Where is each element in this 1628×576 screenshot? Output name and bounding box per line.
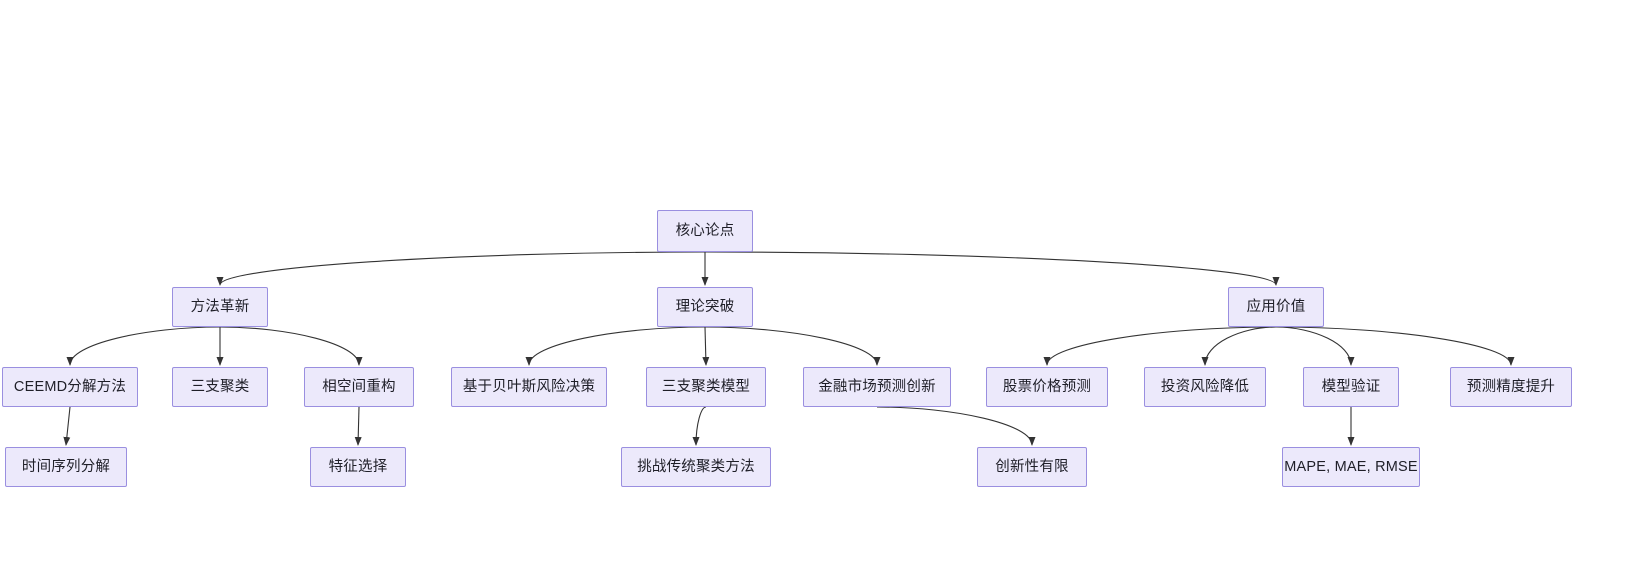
- node-label: 时间序列分解: [21, 458, 111, 475]
- node-l2b[interactable]: 理论突破: [657, 287, 753, 327]
- node-l3b2[interactable]: 三支聚类模型: [646, 367, 766, 407]
- node-label: 应用价值: [1246, 298, 1306, 315]
- edge-l3a3-to-l4a3: [354, 406, 362, 446]
- node-label: 核心论点: [675, 222, 735, 239]
- node-label: 方法革新: [190, 298, 250, 315]
- node-l2c[interactable]: 应用价值: [1228, 287, 1324, 327]
- node-l3a3[interactable]: 相空间重构: [304, 367, 414, 407]
- node-l3c2[interactable]: 投资风险降低: [1144, 367, 1266, 407]
- node-label: CEEMD分解方法: [13, 378, 127, 395]
- node-label: 相空间重构: [322, 378, 396, 395]
- node-l4c3[interactable]: MAPE, MAE, RMSE: [1282, 447, 1420, 487]
- node-l3c4[interactable]: 预测精度提升: [1450, 367, 1572, 407]
- edge-l2c-to-l3c2: [1201, 326, 1277, 366]
- edge-root-to-l2a: [216, 251, 706, 286]
- node-label: 股票价格预测: [1002, 378, 1092, 395]
- edge-l2c-to-l3c1: [1043, 326, 1277, 366]
- edge-l2b-to-l3b1: [525, 326, 706, 366]
- node-l4a3[interactable]: 特征选择: [310, 447, 406, 487]
- node-l2a[interactable]: 方法革新: [172, 287, 268, 327]
- node-label: MAPE, MAE, RMSE: [1284, 458, 1418, 475]
- node-l3c1[interactable]: 股票价格预测: [986, 367, 1108, 407]
- node-l4b3[interactable]: 创新性有限: [977, 447, 1087, 487]
- node-l4a1[interactable]: 时间序列分解: [5, 447, 127, 487]
- node-label: 理论突破: [675, 298, 735, 315]
- node-label: 模型验证: [1321, 378, 1381, 395]
- node-label: 三支聚类模型: [661, 378, 751, 395]
- node-l3c3[interactable]: 模型验证: [1303, 367, 1399, 407]
- node-label: 挑战传统聚类方法: [637, 458, 755, 475]
- edge-l3b3-to-l4b3: [876, 406, 1036, 446]
- node-l3b1[interactable]: 基于贝叶斯风险决策: [451, 367, 607, 407]
- node-label: 特征选择: [328, 458, 388, 475]
- node-label: 基于贝叶斯风险决策: [462, 378, 596, 395]
- edge-root-to-l2c: [704, 251, 1280, 286]
- node-l3a1[interactable]: CEEMD分解方法: [2, 367, 138, 407]
- edge-l2c-to-l3c4: [1275, 326, 1515, 366]
- edge-l2b-to-l3b3: [704, 326, 881, 366]
- node-l3a2[interactable]: 三支聚类: [172, 367, 268, 407]
- edge-l3b2-to-l4b2: [692, 406, 707, 446]
- node-label: 投资风险降低: [1160, 378, 1250, 395]
- node-l3b3[interactable]: 金融市场预测创新: [803, 367, 951, 407]
- edge-l3a1-to-l4a1: [63, 406, 71, 446]
- node-label: 金融市场预测创新: [818, 378, 936, 395]
- node-label: 预测精度提升: [1466, 378, 1556, 395]
- node-label: 创新性有限: [995, 458, 1069, 475]
- edge-l2b-to-l3b2: [702, 326, 710, 366]
- edge-l2c-to-l3c3: [1275, 326, 1355, 366]
- edge-l2a-to-l3a3: [219, 326, 363, 366]
- node-l4b2[interactable]: 挑战传统聚类方法: [621, 447, 771, 487]
- node-label: 三支聚类: [190, 378, 250, 395]
- edge-l2a-to-l3a1: [66, 326, 221, 366]
- node-root[interactable]: 核心论点: [657, 210, 753, 252]
